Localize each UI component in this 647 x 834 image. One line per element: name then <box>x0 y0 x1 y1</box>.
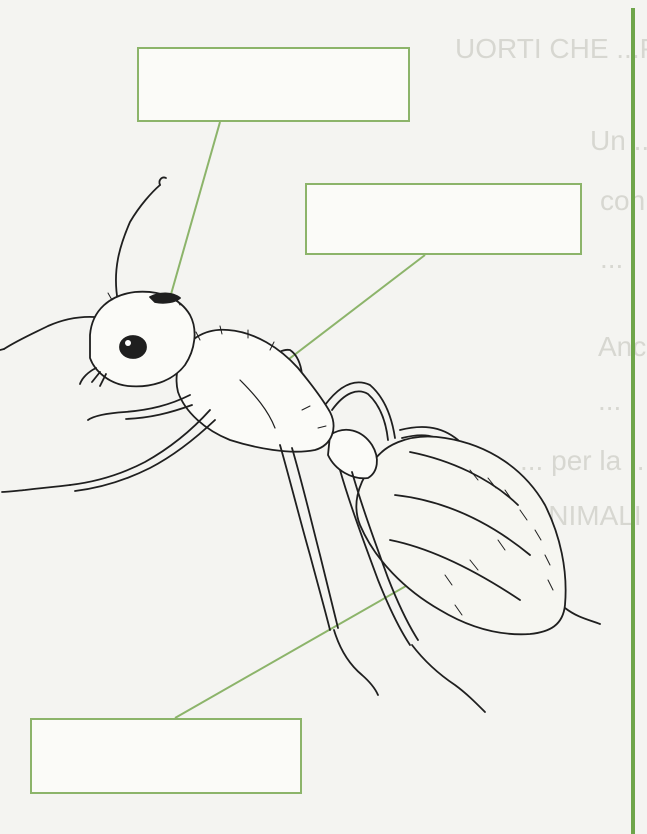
faint-text-line: UORTI CHE ...PONIAMO... <box>455 33 647 64</box>
middle-leg-front-inner <box>292 448 338 628</box>
label-box-abdomen[interactable] <box>30 718 302 794</box>
page-border-rule <box>631 8 635 834</box>
ant <box>0 177 600 712</box>
faint-text-line: con ... <box>600 185 647 216</box>
middle-leg-front <box>280 445 330 630</box>
faint-text-line: ... <box>598 385 621 416</box>
front-leg-front <box>88 395 190 420</box>
front-leg-lower <box>70 410 210 485</box>
antenna-upper <box>116 185 160 302</box>
faint-text-line: Anche ... <box>598 331 647 362</box>
faint-text-line: Un ... <box>590 125 647 156</box>
ant-eye-highlight <box>125 340 131 346</box>
hind-leg-tarsus <box>412 645 485 712</box>
label-box-head[interactable] <box>137 47 410 122</box>
faint-text-line: ... <box>600 243 623 274</box>
ant-eye <box>120 336 146 358</box>
front-leg-tarsus <box>2 485 70 492</box>
antenna-upper-tip <box>159 177 166 185</box>
faint-text-line: ... per la ... <box>520 445 647 476</box>
petiole <box>328 430 377 478</box>
antenna-lower-tip <box>0 349 4 350</box>
head-top-dark <box>150 293 180 302</box>
label-box-thorax[interactable] <box>305 183 582 255</box>
middle-leg-tarsus <box>334 630 378 695</box>
